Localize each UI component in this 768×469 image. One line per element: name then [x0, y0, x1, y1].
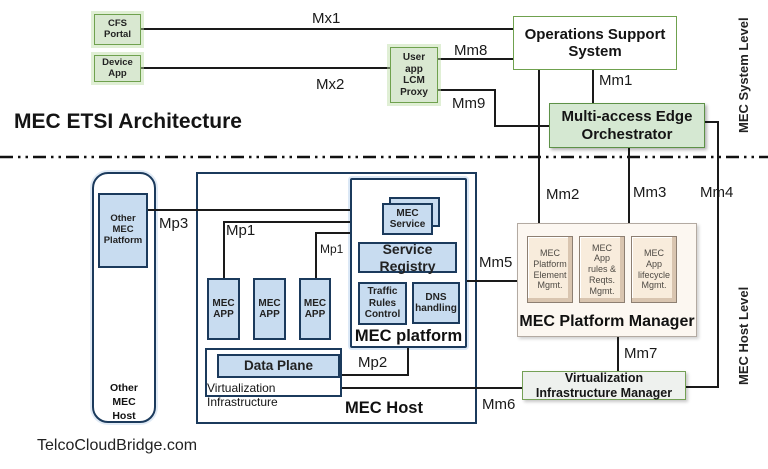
other-mec-host-label: Other MEC Host: [109, 382, 138, 423]
watermark-text: TelcoCloudBridge.com: [37, 437, 198, 454]
data-plane-box: Data Plane: [217, 354, 340, 378]
label-mm5: Mm5: [479, 254, 513, 271]
mec-app-lifecycle-mgmt-box: MEC App lifecycle Mgmt.: [631, 236, 677, 303]
label-mm2: Mm2: [546, 186, 580, 203]
line-mp1-a: [223, 221, 350, 278]
label-mm1: Mm1: [599, 72, 633, 89]
mec-platform-element-mgmt-box: MEC Platform Element Mgmt.: [527, 236, 573, 303]
label-mp2: Mp2: [358, 354, 388, 371]
multi-access-edge-orchestrator-box: Multi-access Edge Orchestrator: [549, 103, 705, 148]
label-mm7: Mm7: [624, 345, 658, 362]
mec-host-level-label: MEC Host Level: [736, 286, 751, 385]
label-mm9: Mm9: [452, 95, 486, 112]
mec-app-rules-reqts-mgmt-box: MEC App rules & Reqts. Mgmt.: [579, 236, 625, 303]
label-mx1: Mx1: [312, 10, 341, 27]
mec-app-box-2: MEC APP: [253, 278, 286, 340]
service-registry-box: Service Registry: [358, 241, 457, 274]
device-app-box: Device App: [94, 55, 141, 82]
page-title: MEC ETSI Architecture: [14, 110, 242, 133]
mec-platform-manager-label: MEC Platform Manager: [519, 313, 695, 330]
label-mx2: Mx2: [316, 76, 345, 93]
virtualization-infrastructure-label: Virtualization Infrastructure: [207, 381, 278, 409]
mec-host-label: MEC Host: [345, 399, 423, 417]
label-mp3: Mp3: [159, 215, 189, 232]
label-mm4: Mm4: [700, 184, 734, 201]
mec-app-box-1: MEC APP: [207, 278, 240, 340]
line-mm4: [686, 121, 719, 388]
cfs-portal-box: CFS Portal: [94, 14, 141, 45]
other-mec-platform-box: Other MEC Platform: [98, 193, 148, 268]
label-mp1-b: Mp1: [320, 242, 344, 256]
label-mm3: Mm3: [633, 184, 667, 201]
dns-handling-box: DNS handling: [412, 282, 460, 324]
line-mp2: [342, 348, 409, 376]
label-mm6: Mm6: [482, 396, 516, 413]
label-mp1-a: Mp1: [226, 222, 256, 239]
mec-platform-label: MEC platform: [354, 327, 463, 345]
virtualization-infrastructure-manager-box: Virtualization Infrastructure Manager: [522, 371, 686, 400]
mec-service-box: MEC Service: [382, 203, 433, 235]
mec-app-box-3: MEC APP: [299, 278, 331, 340]
label-mm8: Mm8: [454, 42, 488, 59]
user-app-lcm-proxy-box: User app LCM Proxy: [390, 47, 438, 103]
operations-support-system-box: Operations Support System: [513, 16, 677, 70]
mec-system-level-label: MEC System Level: [736, 17, 751, 133]
traffic-rules-control-box: Traffic Rules Control: [358, 282, 407, 325]
line-mm9: [438, 89, 549, 127]
line-mp1-b: [315, 232, 350, 278]
